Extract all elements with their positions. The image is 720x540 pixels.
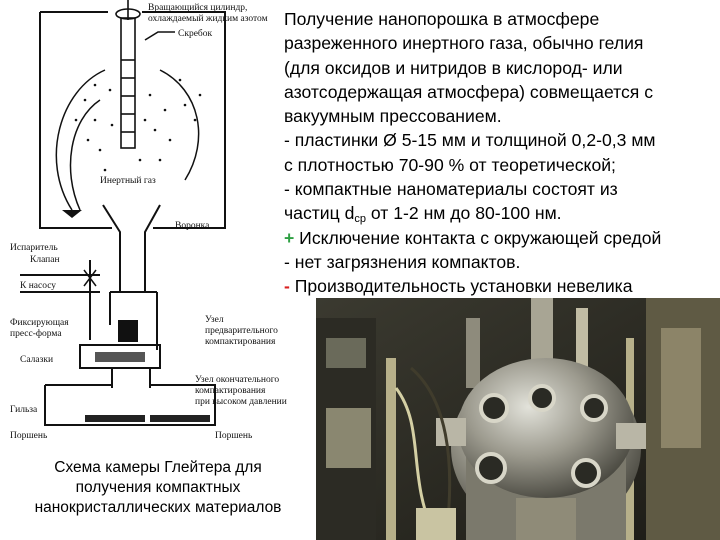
caption-line: нанокристаллических материалов	[34, 499, 282, 516]
text-line: с плотностью 70-90 % от теоретической;	[284, 154, 616, 175]
text-fragment: Производительность установки невелика	[289, 276, 633, 297]
label-to-pump: К насосу	[20, 281, 56, 291]
subscript-cp: ср	[354, 213, 367, 226]
label-slide: Салазки	[20, 355, 53, 365]
text-line: (для оксидов и нитридов в кислород- или	[284, 57, 623, 78]
label-press-form: пресс-форма	[10, 328, 62, 339]
text-line: Получение нанопорошка в атмосфере	[284, 9, 600, 29]
text-line: разреженного инертного газа, обычно гели…	[284, 33, 644, 54]
label-valve: Клапан	[30, 255, 60, 265]
label-rotating-cylinder: Вращающийся цилиндр,	[148, 2, 247, 13]
label-fixing: Фиксирующая	[10, 318, 69, 328]
label-final-compact-3: при высоком давлении	[195, 397, 287, 407]
text-fragment: от 1-2 нм до 80-100 нм.	[366, 203, 562, 224]
caption-line: Схема камеры Глейтера для	[54, 459, 262, 476]
advantage-line: + Исключение контакта с окружающей средо…	[284, 226, 720, 250]
label-pre-compact-3: компактирования	[205, 337, 276, 347]
label-cooled-nitrogen: охлаждаемый жидким азотом	[148, 13, 268, 24]
text-line: - компактные наноматериалы состоят из	[284, 179, 618, 200]
text-fragment: Исключение контакта с окружающей средой	[294, 227, 662, 248]
label-piston-right: Поршень	[215, 431, 253, 441]
label-scraper: Скребок	[178, 28, 213, 39]
text-line: - нет загрязнения компактов.	[284, 251, 521, 272]
label-final-compact-2: компактирования	[195, 386, 266, 396]
label-final-compact-1: Узел окончательного	[195, 375, 279, 385]
caption-line: получения компактных	[75, 479, 241, 496]
text-line: вакуумным прессованием.	[284, 106, 502, 127]
label-inert-gas: Инертный газ	[100, 175, 156, 186]
gleiter-chamber-diagram: Вращающийся цилиндр, охлаждаемый жидким …	[10, 0, 287, 441]
disadvantage-line: - Производительность установки невелика	[284, 274, 720, 298]
label-piston-left: Поршень	[10, 431, 48, 441]
plus-sign: +	[284, 227, 295, 248]
label-funnel: Воронка	[175, 221, 210, 231]
text-line: - пластинки Ø 5-15 мм и толщиной 0,2-0,3…	[284, 130, 656, 151]
text-fragment: частиц d	[284, 203, 355, 224]
label-pre-compact-2: предварительного	[205, 326, 278, 336]
text-line-particle-size: частиц dср от 1-2 нм до 80-100 нм.	[284, 201, 720, 225]
installation-photo	[316, 298, 720, 540]
diagram-caption: Схема камеры Глейтера для получения комп…	[0, 458, 316, 518]
minus-sign: -	[284, 276, 290, 297]
label-pre-compact-1: Узел	[205, 315, 224, 325]
text-line: азотсодержащая атмосфера) совмещается с	[284, 81, 654, 102]
label-evaporator: Испаритель	[10, 243, 58, 253]
label-sleeve: Гильза	[10, 405, 38, 415]
description-text: Получение нанопорошка в атмосфере разреж…	[284, 7, 720, 299]
